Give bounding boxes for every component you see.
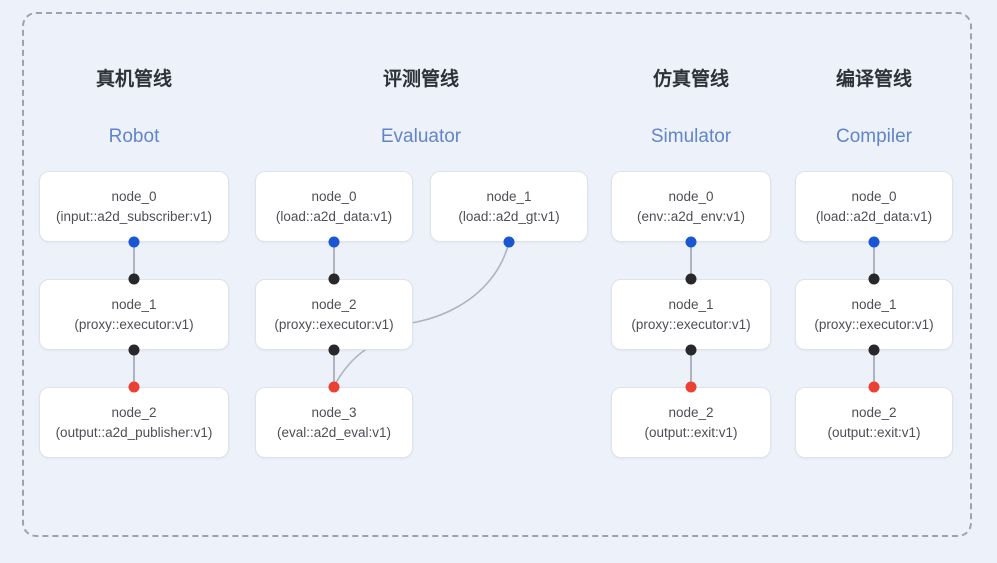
node-name: node_1 <box>668 296 714 312</box>
link-sim-1-2 <box>690 350 692 386</box>
node-type: (proxy::executor:v1) <box>814 316 934 332</box>
link-robot-0-1 <box>133 242 135 278</box>
node-name: node_1 <box>851 296 897 312</box>
node-robot-2[interactable]: node_2 (output::a2d_publisher:v1) <box>39 387 229 458</box>
node-name: node_0 <box>668 188 714 204</box>
link-robot-1-2 <box>133 350 135 386</box>
node-name: node_1 <box>486 188 532 204</box>
column-subtitle-simulator: Simulator <box>650 126 732 147</box>
node-evaluator-2[interactable]: node_2 (proxy::executor:v1) <box>255 279 413 350</box>
port-input-simulator-1[interactable] <box>685 273 697 285</box>
link-comp-0-1 <box>873 242 875 278</box>
node-compiler-1[interactable]: node_1 (proxy::executor:v1) <box>795 279 953 350</box>
column-title-robot: 真机管线 <box>95 69 173 90</box>
node-name: node_2 <box>111 404 157 420</box>
node-type: (env::a2d_env:v1) <box>636 208 746 224</box>
pipeline-panel <box>22 12 972 537</box>
column-title-compiler: 编译管线 <box>835 69 913 90</box>
node-type: (output::exit:v1) <box>644 424 738 440</box>
node-evaluator-0[interactable]: node_0 (load::a2d_data:v1) <box>255 171 413 242</box>
node-type: (output::a2d_publisher:v1) <box>55 424 213 440</box>
node-type: (proxy::executor:v1) <box>631 316 751 332</box>
node-evaluator-1[interactable]: node_1 (load::a2d_gt:v1) <box>430 171 588 242</box>
port-input-simulator-2[interactable] <box>685 381 697 393</box>
port-output-simulator-1[interactable] <box>685 344 697 356</box>
port-input-robot-2[interactable] <box>128 381 140 393</box>
node-robot-0[interactable]: node_0 (input::a2d_subscriber:v1) <box>39 171 229 242</box>
node-compiler-2[interactable]: node_2 (output::exit:v1) <box>795 387 953 458</box>
port-input-robot-1[interactable] <box>128 273 140 285</box>
node-simulator-1[interactable]: node_1 (proxy::executor:v1) <box>611 279 771 350</box>
node-type: (proxy::executor:v1) <box>74 316 194 332</box>
column-title-simulator: 仿真管线 <box>652 69 730 90</box>
node-type: (proxy::executor:v1) <box>274 316 394 332</box>
port-input-compiler-2[interactable] <box>868 381 880 393</box>
port-output-compiler-1[interactable] <box>868 344 880 356</box>
node-name: node_0 <box>311 188 357 204</box>
node-simulator-2[interactable]: node_2 (output::exit:v1) <box>611 387 771 458</box>
node-name: node_1 <box>111 296 157 312</box>
node-name: node_3 <box>311 404 357 420</box>
node-compiler-0[interactable]: node_0 (load::a2d_data:v1) <box>795 171 953 242</box>
port-output-compiler-0[interactable] <box>868 236 880 248</box>
port-input-evaluator-3[interactable] <box>328 381 340 393</box>
node-type: (eval::a2d_eval:v1) <box>276 424 392 440</box>
node-type: (output::exit:v1) <box>827 424 921 440</box>
port-input-compiler-1[interactable] <box>868 273 880 285</box>
column-subtitle-evaluator: Evaluator <box>380 126 462 147</box>
port-output-robot-1[interactable] <box>128 344 140 356</box>
node-evaluator-3[interactable]: node_3 (eval::a2d_eval:v1) <box>255 387 413 458</box>
port-output-robot-0[interactable] <box>128 236 140 248</box>
node-simulator-0[interactable]: node_0 (env::a2d_env:v1) <box>611 171 771 242</box>
port-output-simulator-0[interactable] <box>685 236 697 248</box>
column-title-evaluator: 评测管线 <box>382 69 460 90</box>
node-name: node_2 <box>851 404 897 420</box>
node-robot-1[interactable]: node_1 (proxy::executor:v1) <box>39 279 229 350</box>
link-eval-0-2 <box>333 242 335 278</box>
node-name: node_0 <box>111 188 157 204</box>
node-name: node_2 <box>311 296 357 312</box>
node-type: (input::a2d_subscriber:v1) <box>55 208 213 224</box>
port-output-evaluator-2[interactable] <box>328 344 340 356</box>
port-output-evaluator-0[interactable] <box>328 236 340 248</box>
node-name: node_0 <box>851 188 897 204</box>
node-type: (load::a2d_data:v1) <box>275 208 393 224</box>
column-subtitle-compiler: Compiler <box>835 126 913 147</box>
node-name: node_2 <box>668 404 714 420</box>
port-input-evaluator-2[interactable] <box>328 273 340 285</box>
node-type: (load::a2d_data:v1) <box>815 208 933 224</box>
port-output-evaluator-1[interactable] <box>503 236 515 248</box>
node-type: (load::a2d_gt:v1) <box>458 208 560 224</box>
link-sim-0-1 <box>690 242 692 278</box>
column-subtitle-robot: Robot <box>108 126 160 147</box>
link-comp-1-2 <box>873 350 875 386</box>
